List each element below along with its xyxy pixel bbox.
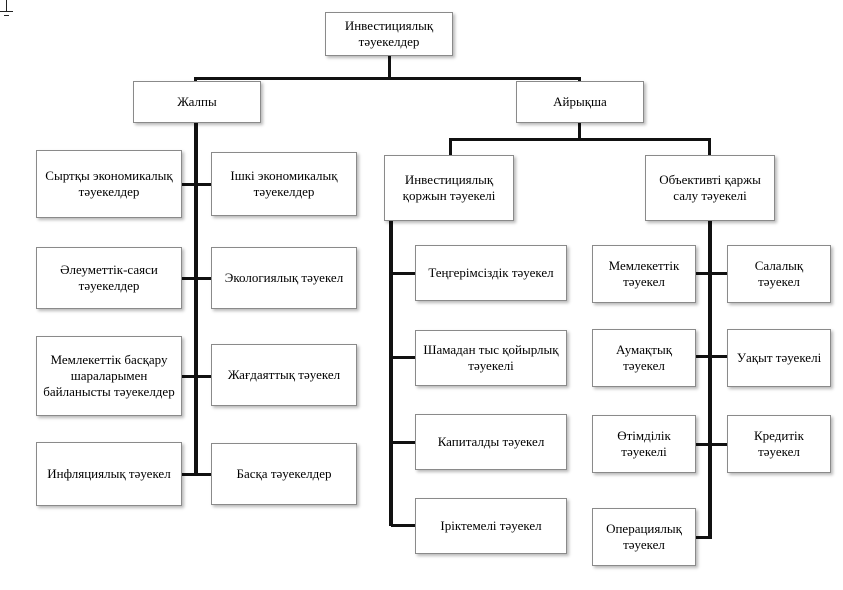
connector-objective-stub-left-3 — [695, 443, 711, 446]
node-objective-risk[interactable]: Объективті қаржы салу тәуекелі — [645, 155, 775, 221]
node-objective-right-2[interactable]: Уақыт тәуекелі — [727, 329, 831, 387]
connector-objective-stub-left-1 — [695, 272, 711, 275]
connector-general-stub-right-1 — [196, 183, 212, 186]
node-objective-left-3[interactable]: Өтімділік тәуекелі — [592, 415, 696, 473]
connector-general-stub-left-3 — [181, 375, 197, 378]
node-objective-left-2[interactable]: Аумақтық тәуекел — [592, 329, 696, 387]
cursor-artifact-foot — [0, 11, 13, 12]
connector-objective-stub-right-1 — [710, 272, 728, 275]
connector-objective-stub-left-2 — [695, 355, 711, 358]
connector-portfolio-stub-4 — [391, 524, 416, 527]
node-specific[interactable]: Айрықша — [516, 81, 644, 123]
node-general-left-1[interactable]: Сыртқы экономикалық тәуекелдер — [36, 150, 182, 218]
connector-portfolio-stub-3 — [391, 441, 416, 444]
connector-general-stub-left-2 — [181, 277, 197, 280]
connector-general-stub-left-1 — [181, 183, 197, 186]
connector-objective-stub-right-2 — [710, 355, 728, 358]
connector-general-stub-right-3 — [196, 375, 212, 378]
node-objective-right-1[interactable]: Салалық тәуекел — [727, 245, 831, 303]
node-general-right-2[interactable]: Экологиялық тәуекел — [211, 247, 357, 309]
connector-specific-to-objective — [708, 138, 711, 159]
connector-objective-stub-right-3 — [710, 443, 728, 446]
connector-general-stub-right-2 — [196, 277, 212, 280]
connector-objective-stub-left-4 — [695, 536, 711, 539]
connector-specific-bus — [449, 138, 711, 141]
node-portfolio-child-4[interactable]: Іріктемелі тәуекел — [415, 498, 567, 554]
connector-portfolio-stub-1 — [391, 272, 416, 275]
node-general-left-2[interactable]: Әлеуметтік-саяси тәуекелдер — [36, 247, 182, 309]
connector-root-bus — [194, 77, 581, 80]
node-portfolio-child-3[interactable]: Капиталды тәуекел — [415, 414, 567, 470]
connector-general-stub-left-4 — [181, 473, 197, 476]
node-general-left-4[interactable]: Инфляциялық тәуекел — [36, 442, 182, 506]
connector-portfolio-stub-2 — [391, 356, 416, 359]
cursor-artifact-dash — [4, 15, 9, 16]
node-objective-left-4[interactable]: Операциялық тәуекел — [592, 508, 696, 566]
node-portfolio-child-2[interactable]: Шамадан тыс қойырлық тәуекелі — [415, 330, 567, 386]
connector-general-spine — [194, 123, 198, 475]
node-general-right-1[interactable]: Ішкі экономикалық тәуекелдер — [211, 152, 357, 216]
connector-root-stem — [388, 56, 391, 79]
connector-portfolio-spine — [389, 221, 393, 526]
node-general-left-3[interactable]: Мемлекеттік басқару шараларымен байланыс… — [36, 336, 182, 416]
node-root[interactable]: Инвестициялық тәуекелдер — [325, 12, 453, 56]
connector-general-stub-right-4 — [196, 473, 212, 476]
node-general-right-3[interactable]: Жағдаяттық тәуекел — [211, 344, 357, 406]
cursor-artifact-stem — [6, 0, 7, 11]
node-general-right-4[interactable]: Басқа тәуекелдер — [211, 443, 357, 505]
node-portfolio-risk[interactable]: Инвестициялық қоржын тәуекелі — [384, 155, 514, 221]
node-portfolio-child-1[interactable]: Теңгерімсіздік тәуекел — [415, 245, 567, 301]
node-general[interactable]: Жалпы — [133, 81, 261, 123]
connector-objective-spine — [708, 221, 712, 539]
node-objective-right-3[interactable]: Кредитік тәуекел — [727, 415, 831, 473]
connector-specific-stem — [578, 123, 581, 140]
connector-specific-to-portfolio — [449, 138, 452, 159]
node-objective-left-1[interactable]: Мемлекеттік тәуекел — [592, 245, 696, 303]
